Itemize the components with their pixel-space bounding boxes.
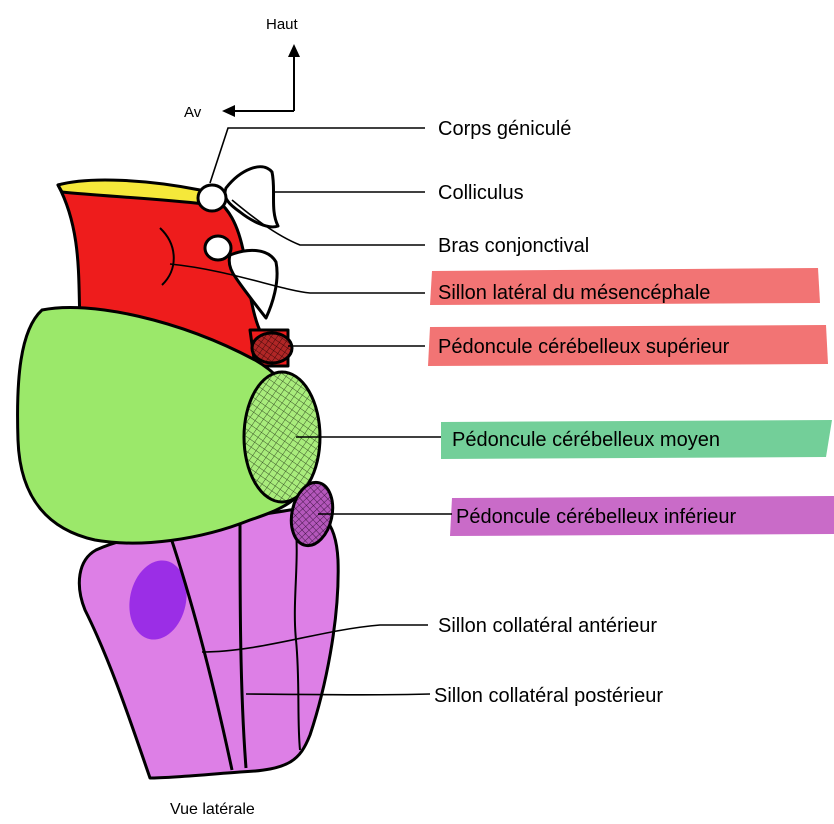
label-sillon-collateral-anterieur: Sillon collatéral antérieur	[438, 615, 657, 637]
label-pedoncule-moyen: Pédoncule cérébelleux moyen	[452, 429, 720, 451]
label-highlights	[428, 268, 834, 536]
label-pedoncule-inferieur: Pédoncule cérébelleux inférieur	[456, 506, 737, 528]
labels: Corps géniculé Colliculus Bras conjoncti…	[434, 118, 737, 707]
geniculate-body-lower	[205, 236, 231, 260]
label-corps-genicule: Corps géniculé	[438, 118, 571, 140]
front-arrow-icon	[222, 105, 235, 117]
orientation-indicator: Haut Av	[184, 16, 300, 121]
geniculate-body	[198, 185, 226, 211]
up-arrow-icon	[288, 44, 300, 57]
up-label: Haut	[266, 16, 299, 33]
label-sillon-collateral-posterieur: Sillon collatéral postérieur	[434, 685, 663, 707]
medulla	[79, 509, 338, 778]
label-colliculus: Colliculus	[438, 182, 524, 204]
label-pedoncule-superieur: Pédoncule cérébelleux supérieur	[438, 336, 730, 358]
label-bras-conjonctival: Bras conjonctival	[438, 235, 589, 257]
figure-caption: Vue latérale	[170, 801, 255, 818]
label-sillon-lateral-mesencephale: Sillon latéral du mésencéphale	[438, 282, 710, 304]
front-label: Av	[184, 104, 202, 121]
